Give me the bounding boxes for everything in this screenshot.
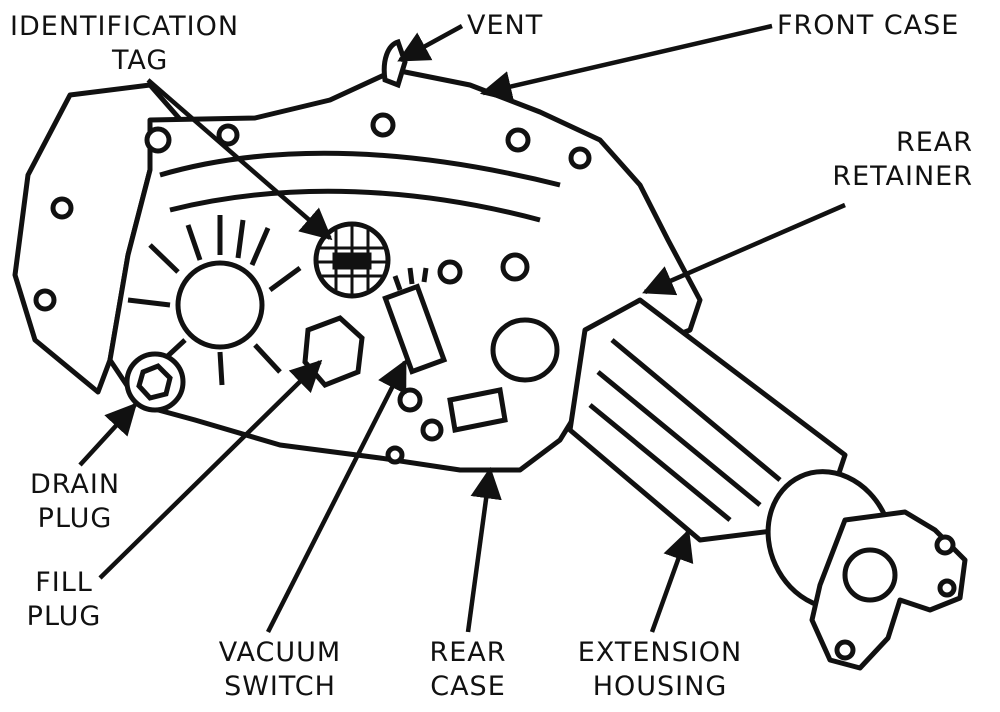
label-vacuum-switch-line1: VACUUM (218, 637, 342, 668)
pointer-lines (78, 23, 846, 634)
vent-fitting (381, 38, 408, 89)
pointer-rear-retainer (642, 202, 846, 296)
pointer-front-case (479, 23, 773, 102)
label-fill-plug: FILL PLUG (24, 566, 104, 634)
front-bearing-retainer (127, 215, 302, 386)
label-vacuum-switch: VACUUM SWITCH (205, 636, 355, 704)
label-fill-plug-line2: PLUG (26, 601, 102, 632)
label-drain-plug-line2: PLUG (37, 503, 113, 534)
pointer-rear-case (465, 466, 502, 633)
pointer-drain-plug (78, 402, 138, 467)
label-rear-case: REAR CASE (418, 636, 518, 704)
label-extension-housing: EXTENSION HOUSING (565, 636, 755, 704)
label-rear-retainer-line1: REAR (895, 127, 973, 158)
pointer-vent (397, 24, 464, 62)
rear-case-port (397, 317, 560, 442)
drain-plug (124, 351, 186, 413)
label-vacuum-switch-line2: SWITCH (224, 671, 336, 702)
pointer-extension-housing (649, 529, 694, 633)
label-rear-retainer: REAR RETAINER (808, 126, 973, 194)
pointer-fill-plug (98, 359, 323, 580)
extension-housing-shape (567, 297, 968, 671)
pointer-vacuum-switch (265, 359, 408, 634)
label-front-case-line1: FRONT CASE (777, 10, 960, 41)
label-drain-plug-line1: DRAIN (29, 469, 121, 500)
label-fill-plug-line1: FILL (35, 567, 93, 598)
label-front-case: FRONT CASE (777, 9, 959, 43)
label-vent-line1: VENT (467, 10, 544, 41)
case-bolts (33, 112, 592, 465)
pointer-identification-tag (146, 78, 333, 241)
label-identification-tag-line1: IDENTIFICATION (10, 11, 240, 42)
label-rear-case-line1: REAR (429, 637, 507, 668)
label-rear-retainer-line2: RETAINER (832, 161, 973, 192)
label-identification-tag: IDENTIFICATION TAG (10, 10, 239, 78)
label-vent: VENT (467, 9, 543, 43)
label-identification-tag-line2: TAG (112, 45, 169, 76)
vacuum-switch (382, 259, 463, 375)
identification-tag (313, 221, 391, 299)
front-case-body (12, 67, 703, 473)
label-drain-plug: DRAIN PLUG (20, 468, 130, 536)
fill-plug (302, 315, 365, 388)
label-rear-case-line2: CASE (430, 671, 506, 702)
label-extension-housing-line1: EXTENSION (577, 637, 743, 668)
label-extension-housing-line2: HOUSING (592, 671, 728, 702)
